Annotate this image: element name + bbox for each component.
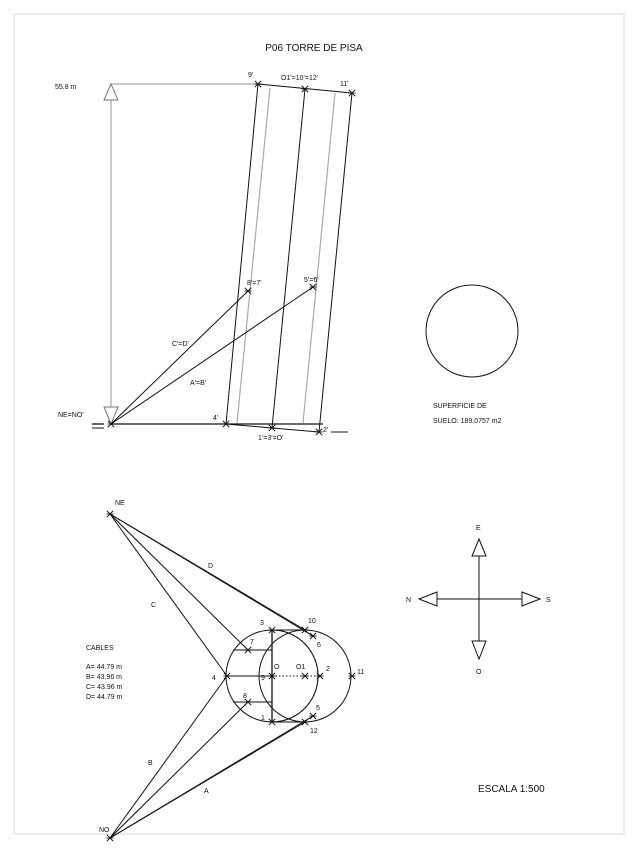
cable-c [109,513,249,651]
label-c: C [151,602,156,609]
label-1-3-0: 1'=3'=O' [258,435,283,442]
label-11: 11 [357,669,364,676]
label-9: 9' [248,72,253,79]
label-2: 2' [323,427,328,434]
label-a: A [204,788,209,795]
label-10: 10 [308,618,316,625]
compass-arrow-e [471,537,487,557]
marker-6 [308,632,318,640]
tower-inner-line-left [236,87,271,424]
label-ne: NE [115,500,125,507]
label-7: 7 [250,639,254,646]
compass-label-e: E [476,525,481,532]
compass-arrow-o [471,640,487,661]
label-5-6: 5'=6' [304,277,319,284]
label-6: 6 [317,642,321,649]
surface-line-1: SUPERFICIE DE [433,403,487,410]
scale-label: ESCALA 1:500 [478,784,545,795]
label-d: D [208,563,213,570]
label-8-7: 8'=7' [247,280,262,287]
label-no: NO [99,827,110,834]
height-dimension [103,82,258,426]
cable-cd-elevation [110,290,249,425]
label-b: B [148,760,153,767]
label-4: 4' [213,415,218,422]
cable-d-2 [109,513,314,637]
label-5: 5 [316,705,320,712]
base-inclined-1 [225,423,273,429]
cable-c-2 [109,513,228,677]
ground-surface: SUPERFICIE DE SUELO: 189.0757 m2 [425,284,519,425]
marker-12 [300,718,310,726]
marker-11 [347,672,357,680]
label-ne-no: NE=NO' [58,412,84,419]
marker-ne [105,510,115,518]
label-11: 11' [340,81,349,88]
cable-ab-elevation [110,286,314,425]
tower-edge-right [318,92,353,433]
marker-10 [300,626,310,634]
cable-b [109,701,249,839]
compass-label-n: N [406,597,411,604]
marker-5-6 [308,283,318,291]
marker-7 [243,646,253,654]
surface-line-2: SUELO: 189.0757 m2 [433,418,502,425]
label-ab: A'=B' [190,380,206,387]
label-3: 3 [260,620,264,627]
cables-legend: CABLES A= 44.79 m B= 43.96 m C= 43.96 m … [86,645,123,701]
label-2: 2 [326,666,330,673]
label-cd: C'=D' [172,341,189,348]
cables-title: CABLES [86,645,114,652]
label-8: 8 [243,693,247,700]
cable-c-length: C= 43.96 m [86,684,123,691]
plan-view: NE NO D C B A 3 10 6 7 4 9 O O1 2 11 8 5… [99,500,364,842]
marker-5 [308,712,318,720]
label-4: 4 [212,675,216,682]
marker-no [105,834,115,842]
marker-4 [222,672,232,680]
marker-o1 [300,672,310,680]
compass-arrow-s [521,591,542,607]
cable-d-length: D= 44.79 m [86,694,123,701]
label-top-center: O1'=10'=12' [281,75,318,82]
cable-a-length: A= 44.79 m [86,664,122,671]
compass-label-s: S [546,597,551,604]
surface-circle [425,284,519,378]
tower-axis [271,88,306,429]
height-label: 55.8 m [55,84,77,91]
label-o: O [274,664,280,671]
elevation-view: 55.8 m 9' O1'=10'=12' 11' 8'=7' [55,72,357,442]
cable-b-length: B= 43.96 m [86,674,122,681]
marker-2 [315,672,325,680]
label-1: 1 [261,715,265,722]
cable-b-2 [109,675,228,839]
cable-a-2 [109,715,314,839]
tower-edge-left [225,83,259,425]
page-title: P06 TORRE DE PISA [265,43,363,54]
sheet-border [13,13,625,835]
tower-inner-line-right [302,92,336,424]
compass-label-o: O [476,669,482,676]
label-9: 9 [261,675,265,682]
label-12: 12 [310,728,318,735]
compass-rose: E N S O [406,525,551,676]
marker-8-7 [243,287,253,295]
label-o1: O1 [296,664,305,671]
base-inclined-2 [271,427,320,433]
compass-arrow-n [417,591,438,607]
